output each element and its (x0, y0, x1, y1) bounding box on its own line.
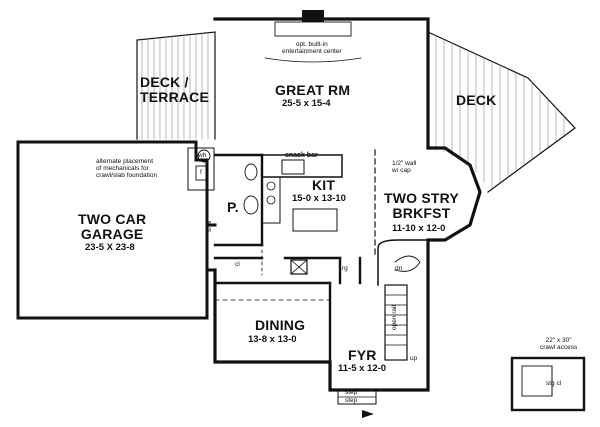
deck-outline (427, 31, 576, 193)
brkfst-line1: TWO STRY (384, 190, 459, 206)
mechanicals-line3: crawl/slab foundation (96, 171, 158, 179)
foyer-dims: 11-5 x 12-0 (338, 363, 387, 374)
great-rm-dims: 25-5 x 15-4 (282, 98, 331, 109)
foyer-label: FYR (348, 347, 377, 363)
crawl-line2: crawl access (540, 343, 578, 351)
garage-line2: GARAGE (80, 225, 144, 242)
open-rail-label: open rail (391, 305, 398, 330)
step-label-2: step (345, 397, 358, 404)
step-label-1: step (345, 389, 358, 396)
crawl-access-inset (510, 356, 586, 412)
wh-label: wh (198, 152, 207, 159)
entertainment-line1: opt. built-in (295, 41, 328, 48)
snack-bar (261, 154, 343, 178)
half-wall-line2: w/ cap (392, 166, 411, 174)
crawl-line1: 22" x 30" (545, 337, 572, 344)
dn-label: dn (395, 265, 403, 272)
stg-cl-label: stg cl (546, 380, 562, 387)
deck-terrace-line1: DECK / (140, 74, 189, 90)
powder-label: P. (227, 199, 239, 215)
deck-terrace-outline (136, 31, 216, 140)
entertainment-center (274, 21, 352, 37)
kit-label: KIT (312, 177, 336, 193)
great-rm-label: GREAT RM (275, 82, 351, 98)
snack-bar-note: snack bar (285, 152, 318, 159)
shlv-label: shlv (206, 220, 213, 232)
half-wall-line1: 1/2" wall (392, 160, 417, 167)
cl-label: cl (235, 261, 240, 268)
mechanicals-note: alternate placement of mechanicals for c… (96, 158, 158, 179)
f-label: f (200, 169, 202, 176)
dining-dims: 13-8 x 13-0 (248, 334, 297, 345)
stairs (384, 284, 408, 361)
deck-label: DECK (456, 92, 497, 108)
mechanicals-line1: alternate placement (96, 158, 154, 165)
deck-terrace-label: DECK / TERRACE (140, 75, 209, 104)
half-wall-note: 1/2" wall w/ cap (392, 160, 417, 175)
garage-label: TWO CAR GARAGE (78, 212, 146, 241)
kit-dims: 15-0 x 13-10 (292, 193, 346, 204)
fireplace (302, 10, 324, 22)
brkfst-label: TWO STRY BRKFST (384, 191, 459, 220)
entry-arrow (362, 410, 374, 418)
brkfst-line2: BRKFST (392, 204, 451, 221)
deck-hatch (435, 35, 565, 189)
entertainment-line2: entertainment center (282, 47, 342, 55)
deck-terrace-line2: TERRACE (140, 88, 210, 105)
mechanicals-line2: of mechanicals for (96, 164, 149, 172)
mechanicals-box (187, 147, 215, 191)
deck-terrace-hatch (141, 32, 209, 140)
stair-rail (377, 239, 431, 286)
brkfst-dims: 11-10 x 12-0 (392, 223, 446, 234)
entertainment-note: opt. built-in entertainment center (282, 41, 342, 56)
crawl-note: 22" x 30" crawl access (540, 337, 578, 352)
garage-dims: 23-5 X 23-8 (85, 242, 135, 253)
kitchen-island (292, 208, 338, 232)
rg-label: rg (342, 265, 348, 272)
exterior-walls (213, 17, 482, 392)
garage-line1: TWO CAR (78, 211, 147, 227)
garage-walls (16, 140, 209, 320)
dining-label: DINING (255, 317, 306, 333)
up-label: up (410, 355, 418, 362)
